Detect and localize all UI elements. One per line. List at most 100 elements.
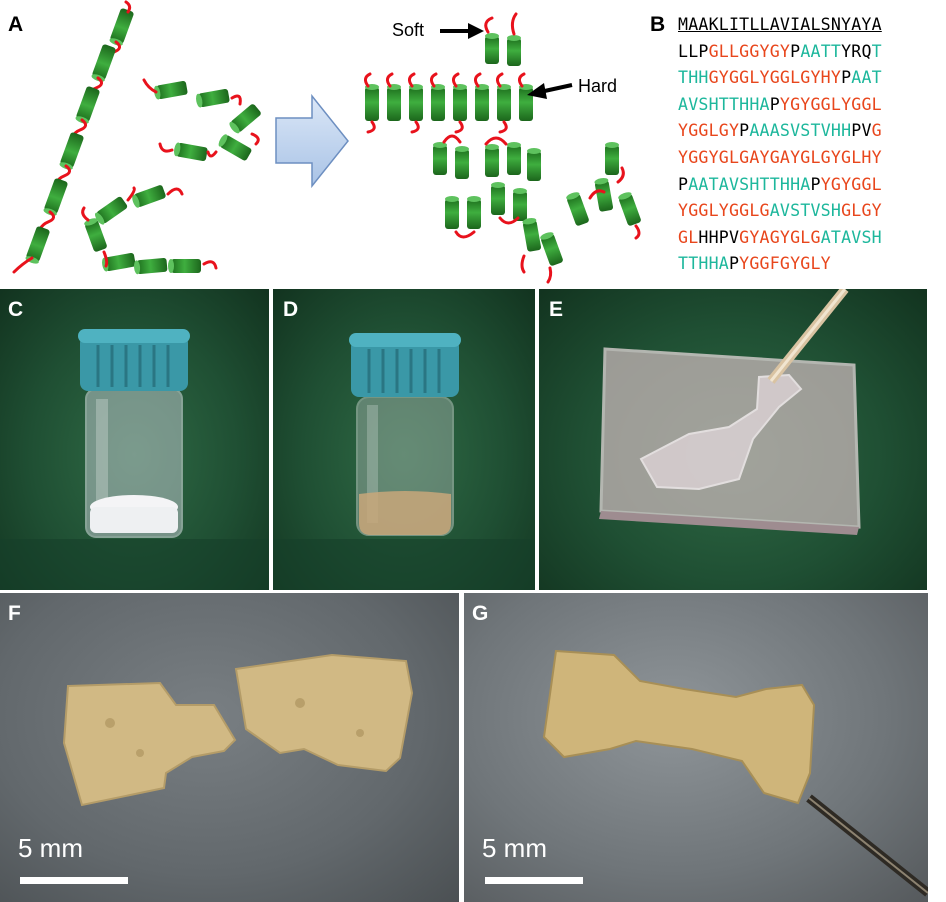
hard-segment-cylinder (168, 259, 201, 273)
soft-segment-coil (473, 72, 482, 88)
sequence-segment: YGGLGY (678, 121, 740, 141)
soft-segment-coil (124, 0, 132, 14)
photo-vial-solution: D (273, 289, 535, 590)
sequence-segment: GLGY (841, 201, 882, 221)
hard-segment-cylinder (433, 142, 447, 175)
hard-segment-cylinder (485, 144, 499, 177)
hard-segment-cylinder (109, 8, 134, 46)
sequence-line: THHGYGGLYGGLGYHYPAAT (678, 65, 882, 92)
scale-bar-f (20, 877, 128, 884)
sequence-segment: GYGGLYGGLGYHY (708, 68, 842, 88)
sequence-segment: AVSHTTHHA (678, 94, 770, 114)
sequence-segment: TTHHA (678, 254, 729, 274)
hard-segment-cylinder (453, 84, 467, 121)
sequence-segment: AVSTVSH (769, 201, 842, 221)
soft-segment-coil (451, 72, 460, 88)
panel-d-letter: D (283, 298, 299, 321)
panel-a-schematic (12, 0, 641, 284)
hard-segment-cylinder (154, 80, 188, 100)
sequence-line: LLPGLLGGYGYPAATTYRQT (678, 39, 882, 66)
soft-segment-coil (81, 206, 90, 222)
hard-segment-cylinder (229, 104, 261, 134)
soft-segment-coil (616, 166, 625, 184)
sequence-segment: YGYGGLYGGL (779, 94, 882, 114)
sequence-segment: P (769, 94, 780, 114)
sequence-segment: LLP (678, 41, 709, 61)
soft-segment-coil (407, 72, 416, 88)
sequence-segment: P (728, 254, 740, 274)
soft-segment-coil (202, 260, 218, 270)
hard-segment-cylinder (491, 182, 505, 215)
soft-segment-coil (495, 72, 504, 88)
panel-f-letter: F (8, 602, 21, 625)
soft-segment-coil (634, 224, 641, 240)
soft-segment-coil (166, 187, 184, 196)
sequence-segment: GLLGGYGY (708, 41, 791, 61)
hard-segment-cylinder (507, 35, 521, 66)
sequence-line: YGGLYGGLGAVSTVSHGLGY (678, 198, 882, 225)
soft-segment-coil (517, 72, 526, 88)
hard-segment-cylinder (218, 134, 252, 161)
hard-segment-cylinder (387, 84, 401, 121)
photo-vial-powder: C (0, 289, 269, 590)
hard-segment-cylinder (566, 192, 589, 226)
hard-segment-cylinder (174, 142, 208, 162)
hard-segment-cylinder (618, 192, 641, 226)
hard-segment-cylinder (605, 142, 619, 175)
sequence-segment: THH (678, 68, 709, 88)
hard-segment-cylinder (513, 188, 527, 221)
sequence-segment: P (739, 121, 750, 141)
sequence-segment: HHPV (698, 227, 740, 247)
sequence-line: MAAKLITLLAVIALSNYAYA (678, 12, 882, 39)
panel-g-letter: G (472, 602, 489, 625)
soft-pointer-arrow (440, 23, 484, 39)
hard-pointer-arrow (527, 83, 573, 99)
scale-bar-g (485, 877, 583, 884)
sequence-segment: YGGLYGGLG (678, 201, 770, 221)
panel-c-letter: C (8, 298, 24, 321)
soft-segment-coil (454, 120, 464, 134)
panel-a-letter: A (8, 13, 24, 36)
soft-segment-coil (498, 216, 520, 225)
hard-segment-cylinder (196, 88, 230, 108)
sequence-segment: AAASVSTVHH (749, 121, 852, 141)
soft-segment-coil (230, 94, 242, 106)
hard-segment-cylinder (497, 84, 511, 121)
aggregated-chains (363, 12, 641, 284)
sequence-segment: AAT (851, 68, 882, 88)
soft-segment-coil (126, 186, 136, 202)
sequence-segment: GYAGYGLG (739, 227, 821, 247)
soft-segment-coil (546, 266, 553, 284)
transition-arrow (275, 93, 349, 189)
hard-segment-cylinder (455, 146, 469, 179)
sequence-segment: PV (851, 121, 872, 141)
soft-segment-coil (102, 250, 109, 268)
hard-segment-cylinder (25, 226, 50, 264)
hard-segment-cylinder (507, 142, 521, 175)
panel-b-letter: B (650, 13, 666, 36)
sequence-segment: P (810, 174, 821, 194)
soft-segment-coil (366, 120, 376, 134)
sequence-segment: GL (678, 227, 699, 247)
sequence-line: GLHHPVGYAGYGLGATAVSH (678, 225, 882, 252)
sequence-segment: G (871, 121, 882, 141)
hard-segment-label: Hard (578, 76, 618, 96)
soft-segment-coil (442, 134, 462, 144)
soft-segment-coil (484, 136, 508, 146)
hard-segment-cylinder (445, 196, 459, 229)
sequence-line: TTHHAPYGGFGYGLY (678, 251, 882, 278)
soft-segment-coil (250, 132, 260, 146)
sequence-segment: T (871, 41, 882, 61)
soft-segment-label: Soft (392, 20, 425, 40)
soft-segment-coil (363, 72, 372, 88)
soft-segment-coil (510, 12, 518, 36)
hard-segment-cylinder (84, 218, 107, 252)
soft-segment-coil (498, 120, 508, 134)
hard-segment-cylinder (43, 178, 68, 216)
sequence-line: AVSHTTHHAPYGYGGLYGGL (678, 92, 882, 119)
sequence-segment: ATAVSH (820, 227, 882, 247)
scale-bar-label-g: 5 mm (482, 833, 547, 863)
sequence-segment: AATT (800, 41, 842, 61)
photo-film-with-tweezers: G 5 mm (464, 593, 928, 902)
